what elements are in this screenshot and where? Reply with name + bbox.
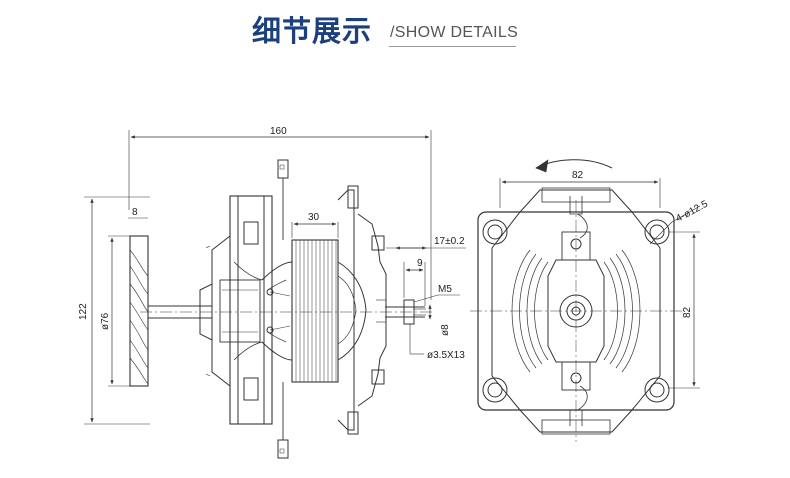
dim-flat-label: ø3.5X13 — [427, 350, 465, 361]
rotation-arrow-head — [535, 159, 549, 173]
dim-holes-label: 4-ø12.5 — [674, 199, 710, 225]
fan-blade — [129, 235, 149, 387]
dim-front-width-label: 82 — [572, 170, 584, 181]
dim-height — [84, 196, 150, 425]
dim-flat — [409, 324, 424, 355]
side-view: 160 122 ø76 8 — [78, 126, 466, 459]
dim-m5-label: M5 — [438, 284, 452, 295]
dim-front-height — [668, 231, 700, 389]
subtitle-underline — [389, 46, 516, 47]
top-terminal — [277, 159, 289, 240]
dim-front-height-label: 82 — [682, 306, 693, 318]
bracket-outline — [491, 189, 661, 433]
dim-fan-width-label: 8 — [132, 207, 138, 218]
header: 细节展示 /SHOW DETAILS — [0, 0, 790, 60]
dim-fan-dia-label: ø76 — [100, 312, 111, 330]
stator-windings — [261, 261, 293, 361]
dim-9-label: 9 — [417, 258, 423, 269]
dim-front-width — [499, 178, 661, 208]
dim-30-label: 30 — [308, 212, 320, 223]
front-windings — [337, 261, 367, 361]
dim-122-label: 122 — [78, 303, 89, 320]
dim-thread — [413, 294, 460, 303]
stator-core — [291, 239, 339, 383]
dim-17-label: 17±0.2 — [434, 236, 465, 247]
rear-bracket — [199, 195, 273, 425]
bottom-terminal — [277, 382, 289, 459]
hole-leader-2 — [671, 205, 701, 223]
page-subtitle: /SHOW DETAILS — [390, 24, 519, 41]
front-bracket — [337, 185, 387, 435]
dim-core-width — [291, 222, 339, 238]
dim-160-label: 160 — [270, 126, 287, 137]
dim-fan-diameter — [108, 235, 130, 387]
dim-overall-length — [128, 130, 432, 300]
page-title: 细节展示 — [252, 14, 373, 48]
front-terminals — [569, 196, 588, 426]
dim-shaft-dia-label: ø8 — [440, 324, 451, 336]
shaft — [148, 299, 426, 325]
front-view: 82 82 4-ø12.5 — [470, 159, 710, 442]
